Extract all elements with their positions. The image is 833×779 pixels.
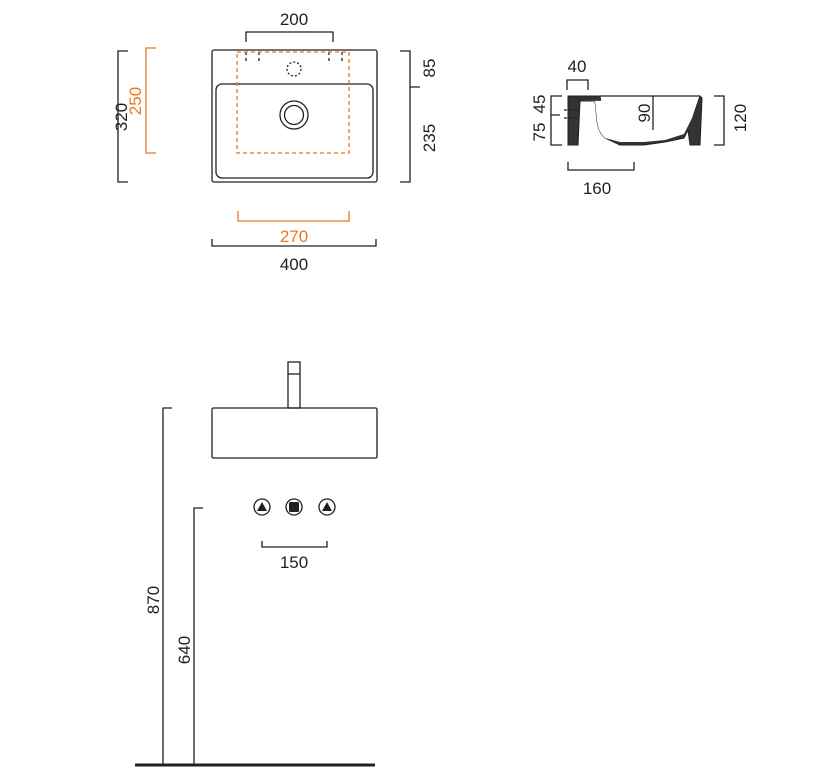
tap-hole-icon: [286, 61, 302, 77]
dim-bracket-height: 250: [126, 87, 145, 115]
dim-tap-spacing: 200: [280, 10, 308, 29]
drain-inner: [283, 104, 305, 126]
dim-outlet-spacing: 150: [280, 553, 308, 572]
hot-water-icon: [253, 498, 271, 516]
front-view: 150 870 640: [135, 361, 378, 767]
cold-water-icon: [318, 498, 336, 516]
dim-height: 120: [731, 104, 750, 132]
waste-outlet-icon: [285, 498, 303, 516]
dim-base: 160: [583, 179, 611, 198]
side-view: 40 45 75 90 120 160: [530, 57, 750, 198]
fixing-marks: [245, 52, 343, 62]
dim-bowl-depth: 90: [635, 104, 654, 123]
dim-depth: 320: [112, 103, 131, 131]
dim-upper: 45: [530, 95, 549, 114]
faucet: [287, 361, 301, 409]
dim-front: 235: [420, 124, 439, 152]
basin-outline: [211, 49, 378, 183]
dim-width: 400: [280, 255, 308, 274]
dim-bracket-width: 270: [280, 227, 308, 246]
drain-icon: [279, 100, 309, 130]
top-view: 200 320 250 85 235 270 400: [112, 10, 439, 274]
dim-rear: 85: [420, 59, 439, 78]
basin-bowl: [215, 83, 374, 179]
dim-lower: 75: [530, 123, 549, 142]
dim-rim-height: 870: [144, 586, 163, 614]
dim-outlet-height: 640: [175, 636, 194, 664]
bracket-outline: [236, 51, 350, 154]
dim-rim: 40: [568, 57, 587, 76]
basin-front: [211, 407, 378, 459]
